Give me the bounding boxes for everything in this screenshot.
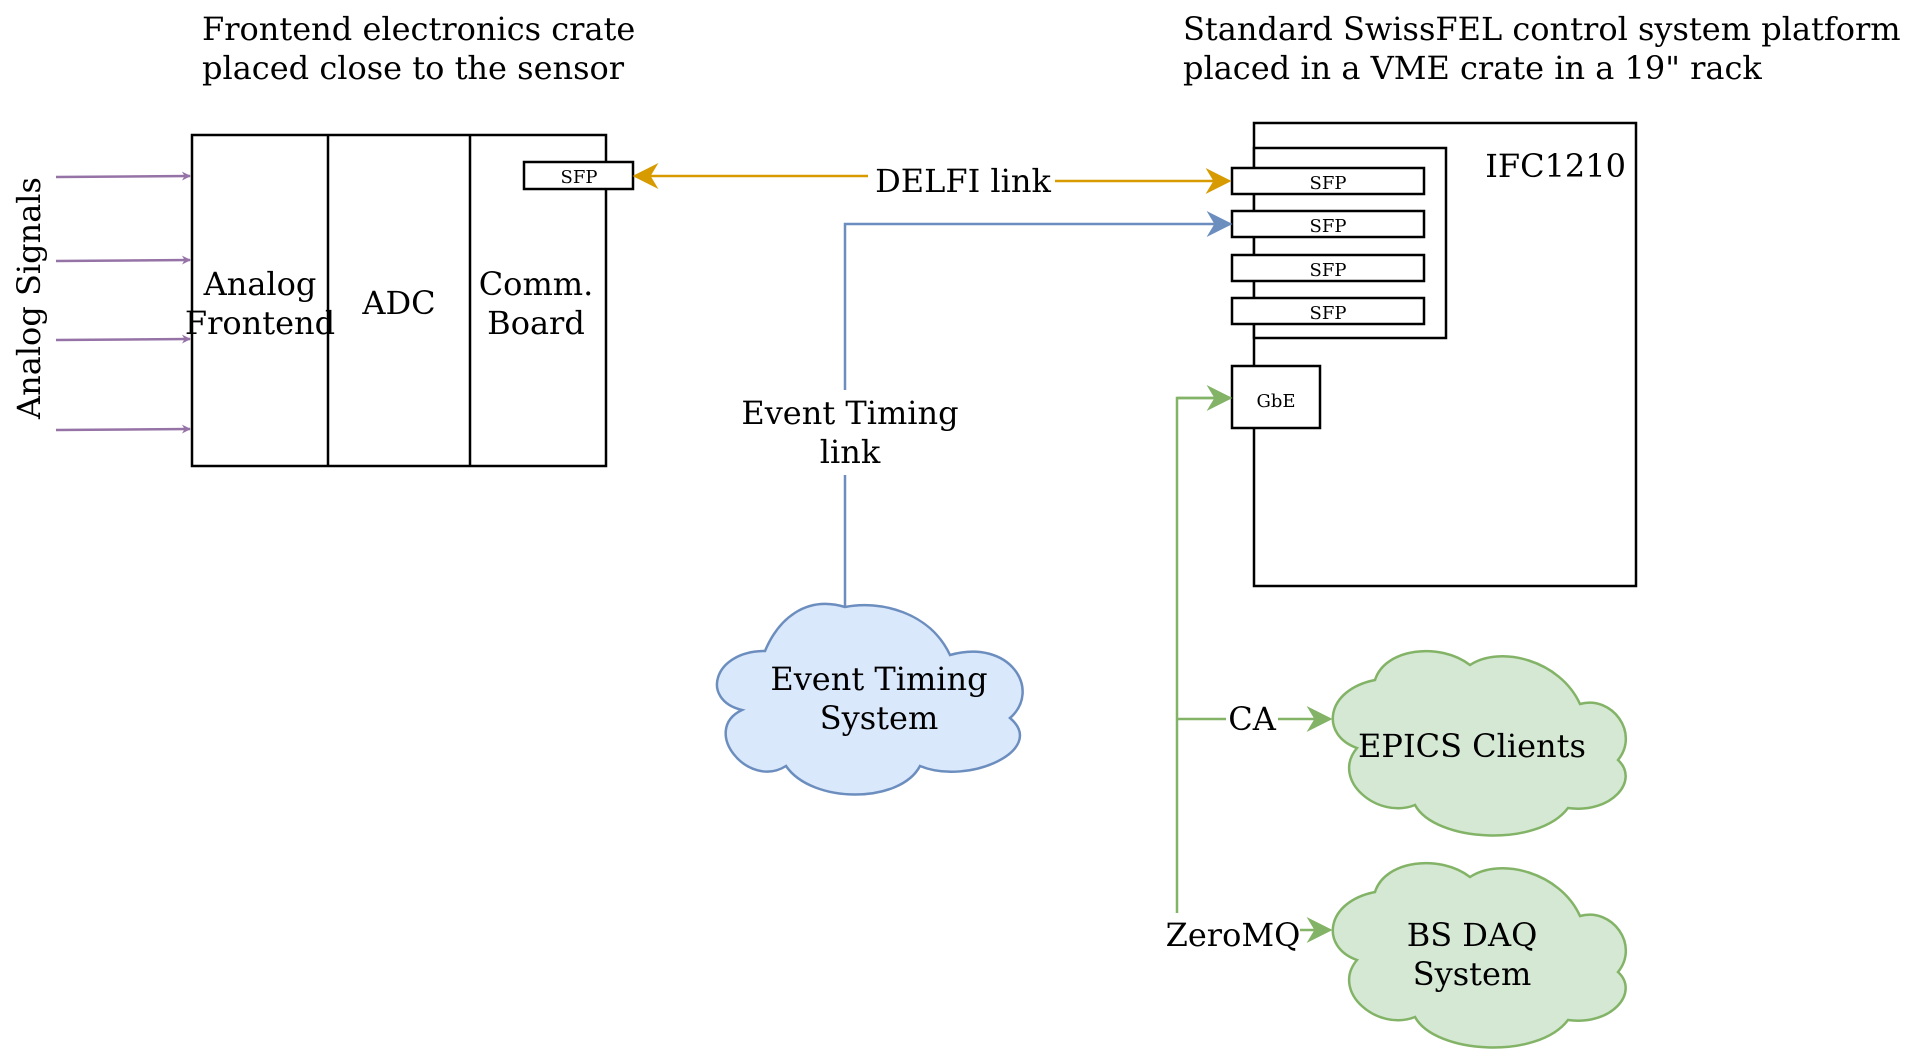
ifc-sfp-port-2-label: SFP <box>1310 216 1347 237</box>
analog-signal-arrow-2 <box>55 255 191 265</box>
analog-frontend-label-line1: Analog <box>203 265 317 303</box>
comm-board-label-line2: Board <box>487 304 585 342</box>
analog-signal-arrow-3 <box>55 334 191 344</box>
event-timing-link-label-line2: link <box>820 433 881 471</box>
ifc-sfp-port-1-label: SFP <box>1310 173 1347 194</box>
frontend-caption-line2: placed close to the sensor <box>202 49 625 87</box>
analog-signals-label: Analog Signals <box>10 177 48 420</box>
zeromq-label: ZeroMQ <box>1166 916 1301 954</box>
ifc-sfp-port-4-label: SFP <box>1310 303 1347 324</box>
ifc-sfp-port-4 <box>1230 296 1426 326</box>
gbe-port <box>1230 364 1322 430</box>
epics-clients-label: EPICS Clients <box>1358 727 1586 765</box>
platform-caption-line2: placed in a VME crate in a 19" rack <box>1183 49 1762 87</box>
ifc-sfp-port-3-label: SFP <box>1310 260 1347 281</box>
ifc-sfp-port-1 <box>1230 166 1426 196</box>
analog-frontend-label-line2: Frontend <box>185 304 335 342</box>
gbe-label: GbE <box>1256 391 1295 412</box>
frontend-caption-line1: Frontend electronics crate <box>202 10 635 48</box>
comm-board-label-line1: Comm. <box>479 265 594 303</box>
delfi-link-label: DELFI link <box>875 162 1051 200</box>
epics-clients-cloud <box>1331 649 1628 837</box>
event-timing-system-cloud <box>715 602 1024 796</box>
ifc1210-label: IFC1210 <box>1485 147 1626 185</box>
bs-daq-system-label-line1: BS DAQ <box>1407 916 1538 954</box>
event-timing-system-label-line1: Event Timing <box>770 660 987 698</box>
frontend-sfp-label: SFP <box>561 167 598 188</box>
ca-label: CA <box>1228 700 1276 738</box>
bs-daq-system-label-line2: System <box>1413 955 1532 993</box>
adc-label: ADC <box>361 284 435 322</box>
event-timing-link-label-line1: Event Timing <box>741 394 958 432</box>
gbe-trunk-line <box>1175 396 1230 913</box>
analog-signal-arrow-4 <box>55 424 191 434</box>
event-timing-system-label-line2: System <box>820 699 939 737</box>
analog-signal-arrow-1 <box>55 171 191 181</box>
event-timing-link-upper <box>843 211 1233 390</box>
ifc-sfp-port-3 <box>1230 253 1426 283</box>
bs-daq-system-cloud <box>1331 861 1628 1049</box>
platform-caption-line1: Standard SwissFEL control system platfor… <box>1183 10 1901 48</box>
